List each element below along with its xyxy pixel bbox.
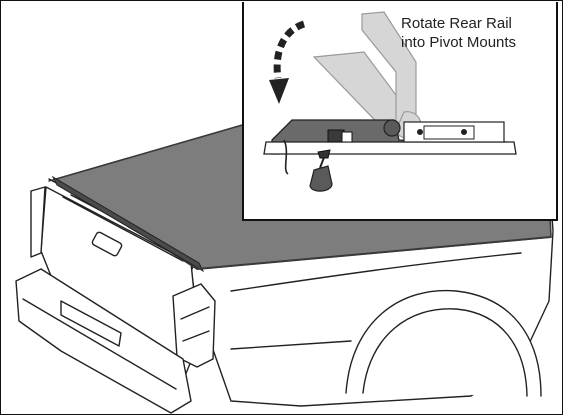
caption-line-1: Rotate Rear Rail xyxy=(401,15,512,32)
body-crease xyxy=(230,252,522,292)
caption-line-2: into Pivot Mounts xyxy=(401,34,517,51)
lower-body-line xyxy=(230,340,352,350)
detail-inset: Rotate Rear Rail into Pivot Mounts xyxy=(242,2,558,221)
bed-rail-profile xyxy=(263,119,517,155)
tail-light-right xyxy=(172,283,216,368)
rear-bumper xyxy=(15,268,192,414)
cover-side-rail xyxy=(196,236,552,270)
tail-light-left xyxy=(30,186,46,258)
wheel-arch xyxy=(345,289,542,397)
bumper-step xyxy=(60,300,122,347)
rear-rail-detail-diagram xyxy=(263,11,517,192)
pivot-mount xyxy=(327,119,401,143)
clamp-knob xyxy=(283,139,333,192)
cover-rear-rail xyxy=(51,175,205,273)
tailgate-handle xyxy=(91,231,123,257)
inset-caption: Rotate Rear Rail into Pivot Mounts xyxy=(401,14,561,52)
rotate-arrow-icon xyxy=(269,20,306,104)
wheel-arch-inner xyxy=(362,308,528,397)
